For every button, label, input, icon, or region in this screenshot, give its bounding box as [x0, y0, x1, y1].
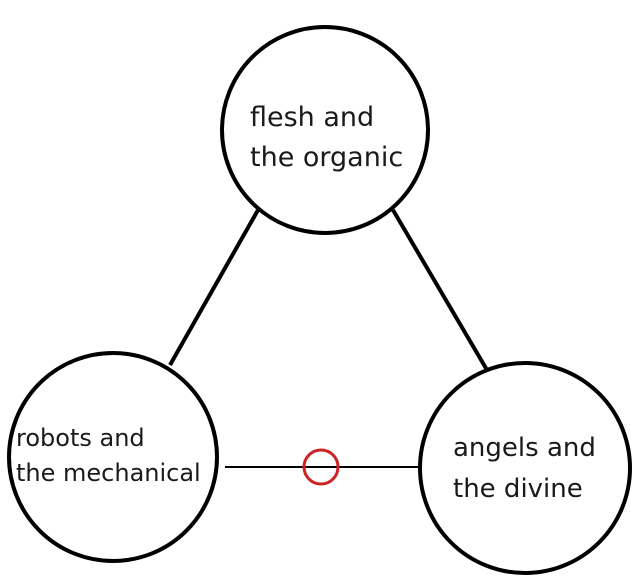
- node-circle-right: [418, 361, 632, 575]
- node-circle-top: [220, 25, 430, 235]
- node-label-left: robots and the mechanical: [16, 424, 201, 487]
- node-label-left-line2: the mechanical: [16, 459, 201, 487]
- node-label-right-line1: angels and: [453, 433, 596, 463]
- node-label-top-line2: the organic: [250, 142, 403, 173]
- node-robots-mechanical: robots and the mechanical: [7, 351, 219, 563]
- node-circle-left: [7, 351, 219, 563]
- node-label-top: flesh and the organic: [250, 102, 403, 173]
- edge-top-left: [168, 209, 260, 366]
- node-flesh-organic: flesh and the organic: [220, 25, 430, 235]
- node-angels-divine: angels and the divine: [418, 361, 632, 575]
- red-circle-marker: [302, 448, 340, 486]
- node-label-right: angels and the divine: [453, 433, 604, 504]
- node-label-right-line2: the divine: [453, 474, 583, 504]
- edge-top-right: [391, 208, 489, 372]
- node-label-top-line1: flesh and: [250, 102, 374, 133]
- node-label-left-line1: robots and: [16, 424, 145, 452]
